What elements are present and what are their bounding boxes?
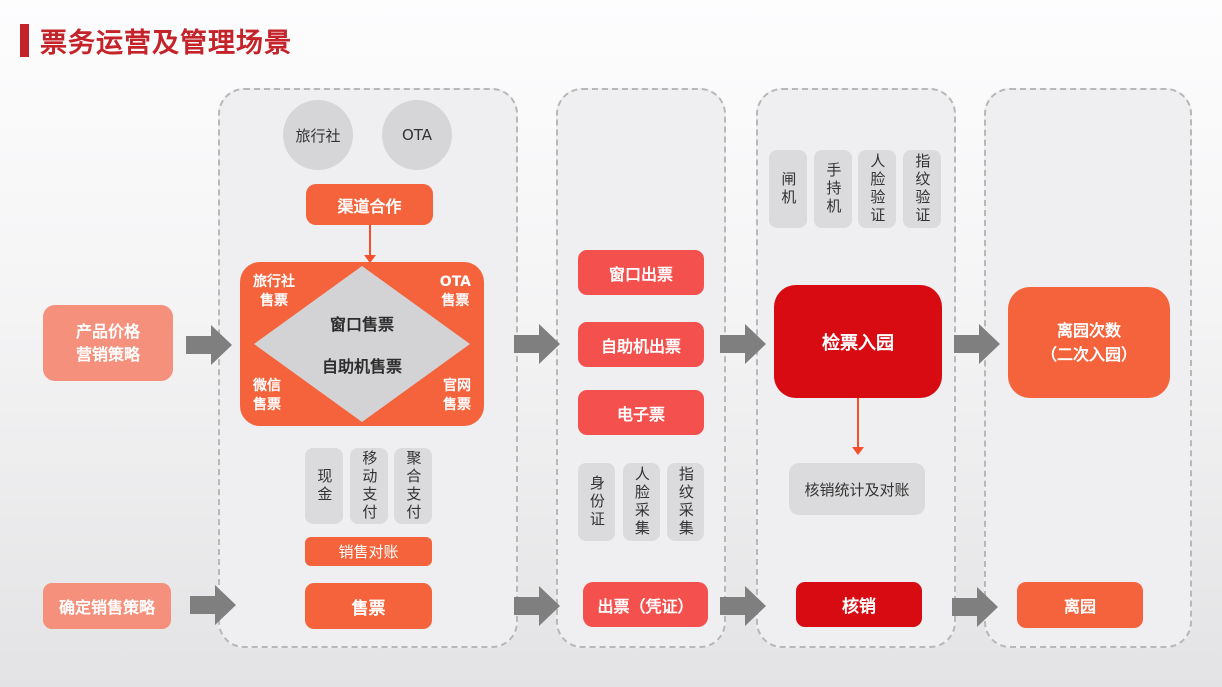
ota-circle: OTA <box>382 100 452 170</box>
down-arrowhead-icon <box>364 255 376 263</box>
eticket-button: 电子票 <box>578 390 704 435</box>
diamond-label-website: 官网 售票 <box>443 378 471 414</box>
title-accent-bar <box>20 24 29 57</box>
payment-aggregate-box: 聚合支付 <box>394 448 432 524</box>
diamond-label-travel-agency: 旅行社 售票 <box>253 274 295 309</box>
diamond-center-window-sales: 窗口售票 <box>329 315 394 334</box>
fingerprint-verify-box: 指纹验证 <box>903 150 941 228</box>
diamond-label-wechat: 微信 售票 <box>253 378 281 414</box>
arrow-sell-to-issue-icon <box>514 586 560 626</box>
arrow-issue-to-verify-icon <box>720 586 766 626</box>
arrow-pricing-to-sales-icon <box>186 325 232 365</box>
fingerprint-capture-box: 指纹采集 <box>667 463 704 541</box>
ticket-issue-voucher-button: 出票（凭证） <box>583 582 708 627</box>
panel-ticket-issuing <box>556 88 726 648</box>
confirm-sales-strategy-box: 确定销售策略 <box>43 583 171 629</box>
face-capture-box: 人脸采集 <box>623 463 660 541</box>
down-arrowhead-icon <box>852 447 864 455</box>
face-verify-box: 人脸验证 <box>858 150 896 228</box>
exit-count-box: 离园次数 （二次入园） <box>1008 287 1170 398</box>
sales-channels-container: 旅行社 售票 OTA 售票 微信 售票 官网 售票 窗口售票 自助机售票 <box>240 262 484 426</box>
kiosk-issue-button: 自助机出票 <box>578 322 704 367</box>
entry-check-box: 检票入园 <box>774 285 942 398</box>
ticket-sell-button: 售票 <box>305 583 432 629</box>
channel-connector-line <box>369 225 371 256</box>
arrow-sales-to-issuing-mid-icon <box>514 324 560 364</box>
payment-cash-box: 现金 <box>305 448 343 524</box>
verification-button: 核销 <box>796 582 922 627</box>
sales-reconciliation-button: 销售对账 <box>305 537 432 566</box>
diamond-center-kiosk-sales: 自助机售票 <box>321 357 402 376</box>
handheld-device-box: 手持机 <box>814 150 852 228</box>
arrow-entry-to-exit-mid-icon <box>954 324 1000 364</box>
page-title: 票务运营及管理场景 <box>40 28 292 59</box>
arrow-strategy-to-sell-icon <box>190 585 236 625</box>
arrow-verify-to-exit-icon <box>952 587 998 627</box>
gate-machine-box: 闸机 <box>769 150 807 228</box>
window-issue-button: 窗口出票 <box>578 250 704 295</box>
exit-button: 离园 <box>1017 582 1143 628</box>
entry-stats-connector-line <box>857 398 859 448</box>
channel-cooperation-button: 渠道合作 <box>306 184 433 225</box>
diamond-label-ota: OTA 售票 <box>439 274 471 309</box>
payment-mobile-box: 移动支付 <box>350 448 388 524</box>
verification-stats-box: 核销统计及对账 <box>789 463 925 515</box>
id-card-box: 身份证 <box>578 463 615 541</box>
travel-agency-circle: 旅行社 <box>283 100 353 170</box>
pricing-strategy-box: 产品价格 营销策略 <box>43 305 173 381</box>
arrow-issuing-to-entry-mid-icon <box>720 324 766 364</box>
